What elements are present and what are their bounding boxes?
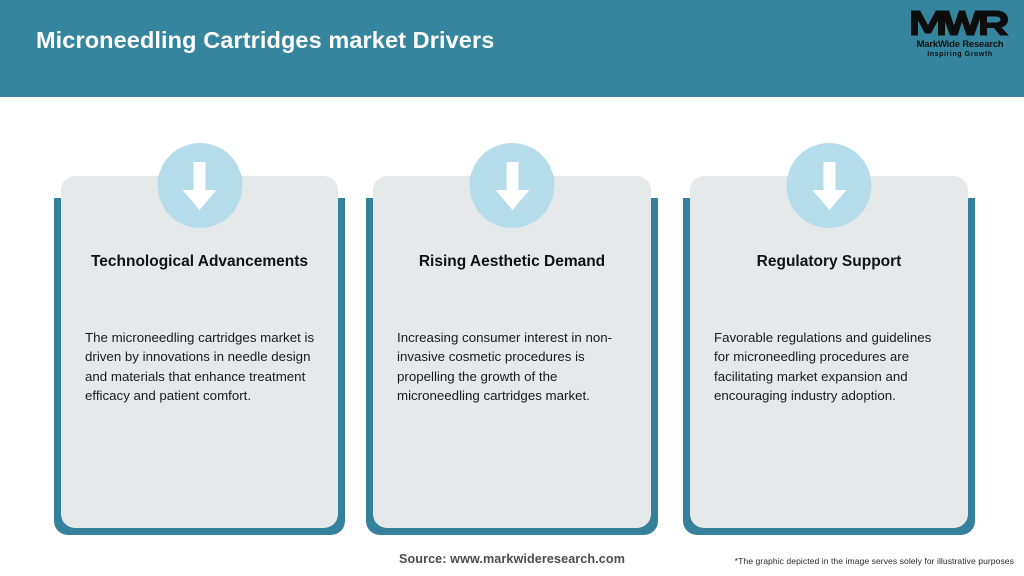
card-body: The microneedling cartridges market is d…: [85, 330, 315, 404]
driver-card[interactable]: Technological Advancements The microneed…: [54, 143, 345, 535]
logo-company-name: MarkWide Research: [916, 39, 1004, 50]
card-panel: Regulatory Support Favorable regulations…: [690, 176, 968, 528]
markwide-research-logo: MarkWide Research Inspiring Growth: [910, 8, 1010, 64]
header-band: [0, 0, 1024, 97]
card-body: Favorable regulations and guidelines for…: [714, 330, 932, 404]
driver-card[interactable]: Rising Aesthetic Demand Increasing consu…: [366, 143, 658, 535]
driver-card[interactable]: Regulatory Support Favorable regulations…: [683, 143, 975, 535]
mwr-wordmark-icon: [911, 10, 1009, 36]
card-title: Technological Advancements: [90, 253, 309, 270]
page-title: Microneedling Cartridges market Drivers: [36, 27, 495, 53]
disclaimer-note: *The graphic depicted in the image serve…: [734, 556, 1014, 566]
down-arrow-icon: [469, 143, 555, 228]
card-panel: Rising Aesthetic Demand Increasing consu…: [373, 176, 651, 528]
card-body: Increasing consumer interest in non-inva…: [397, 330, 613, 404]
down-arrow-icon: [157, 143, 242, 228]
card-panel: Technological Advancements The microneed…: [61, 176, 338, 528]
card-title: Rising Aesthetic Demand: [418, 253, 606, 270]
down-arrow-icon: [786, 143, 872, 228]
down-arrow-glyph: [495, 161, 529, 210]
logo-tagline: Inspiring Growth: [927, 51, 993, 58]
source-attribution: Source: www.markwideresearch.com: [398, 552, 625, 566]
card-title: Regulatory Support: [756, 253, 902, 270]
down-arrow-glyph: [812, 161, 846, 210]
down-arrow-glyph: [182, 161, 217, 210]
